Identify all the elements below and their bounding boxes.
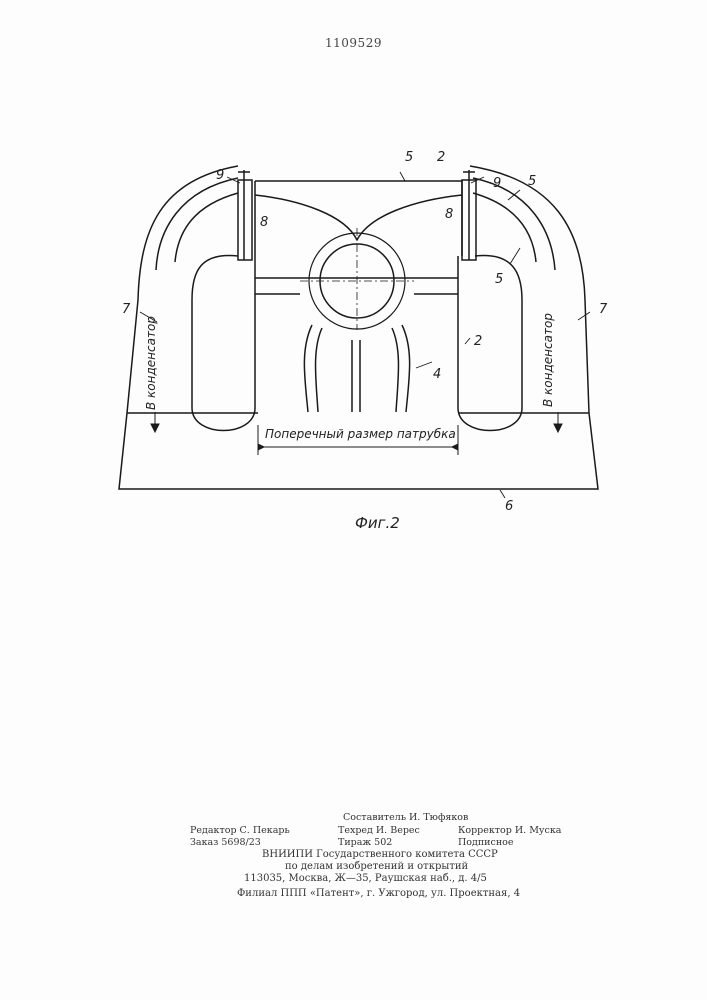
imprint-branch: Филиал ППП «Патент», г. Ужгород, ул. Про… [237, 888, 520, 899]
imprint-techred: Техред И. Верес [338, 825, 420, 836]
imprint-address: 113035, Москва, Ж—35, Раушская наб., д. … [244, 873, 487, 884]
imprint-compiler: Составитель И. Тюфяков [343, 812, 468, 823]
imprint-org1: ВНИИПИ Государственного комитета СССР [262, 849, 498, 860]
imprint-org2: по делам изобретений и открытий [285, 861, 468, 872]
imprint-editor: Редактор С. Пекарь [190, 825, 290, 836]
imprint-corrector: Корректор И. Муска [458, 825, 561, 836]
imprint-order: Заказ 5698/23 [190, 837, 261, 848]
imprint-subscription: Подписное [458, 837, 514, 848]
imprint-circulation: Тираж 502 [338, 837, 392, 848]
